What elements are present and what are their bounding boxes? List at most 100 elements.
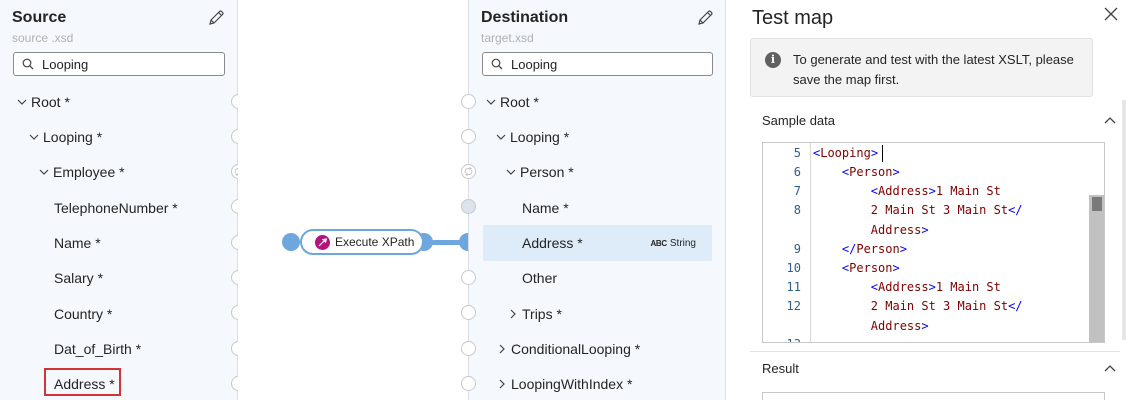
search-icon: [22, 58, 34, 70]
panel-scrollbar[interactable]: [1122, 100, 1126, 340]
chevron-down-icon[interactable]: [505, 166, 517, 178]
function-input-handle[interactable]: [282, 233, 300, 251]
xpath-function-icon: [315, 234, 330, 250]
source-search-input[interactable]: [42, 56, 212, 72]
info-message: To generate and test with the latest XSL…: [793, 52, 1074, 87]
test-map-panel: Test map i To generate and test with the…: [726, 0, 1130, 400]
code-line: </Person>: [841, 242, 907, 256]
source-node-label: Employee *: [53, 164, 125, 180]
destination-node-conditionallooping[interactable]: ConditionalLooping *: [496, 334, 640, 364]
source-node-label: Dat_of_Birth *: [54, 341, 142, 357]
destination-node-root[interactable]: Root *: [485, 87, 539, 117]
destination-handle[interactable]: [461, 94, 476, 109]
code-line: Address>: [813, 223, 929, 237]
line-number: 7: [793, 184, 801, 198]
source-node-employee[interactable]: Employee *: [38, 157, 125, 187]
line-number: 5: [793, 146, 801, 160]
destination-handle[interactable]: [461, 129, 476, 144]
line-number: 8: [793, 203, 801, 217]
destination-loop-handle[interactable]: [461, 164, 476, 179]
text-cursor: [882, 145, 883, 162]
destination-node-label: Trips *: [522, 306, 562, 322]
function-node-execute-xpath[interactable]: Execute XPath: [300, 229, 424, 255]
chevron-up-icon[interactable]: [1103, 113, 1117, 127]
destination-handle[interactable]: [461, 305, 476, 320]
destination-node-person[interactable]: Person *: [505, 157, 574, 187]
destination-search-input[interactable]: [511, 56, 681, 72]
result-header: Result: [762, 361, 799, 376]
destination-node-label: LoopingWithIndex *: [511, 376, 633, 392]
code-line: <Address>1 Main St: [870, 280, 1001, 294]
source-node-root[interactable]: Root *: [16, 87, 70, 117]
destination-handle[interactable]: [461, 270, 476, 285]
line-number: 6: [793, 165, 801, 179]
destination-title: Destination: [481, 9, 569, 26]
source-search[interactable]: [13, 52, 225, 76]
search-icon: [491, 58, 503, 70]
sample-data-editor[interactable]: 5 6 7 8 9 10 11 12 13 <Looping> <Person>…: [762, 142, 1105, 343]
line-number-gutter: [763, 143, 811, 342]
source-node-dat-of-birth[interactable]: Dat_of_Birth *: [54, 334, 141, 364]
code-line: 2 Main St 3 Main St</: [813, 299, 1023, 313]
source-node-label: Looping *: [43, 129, 103, 145]
editor-scrollbar[interactable]: [1089, 195, 1104, 342]
line-number: 9: [793, 242, 801, 256]
function-label: Execute XPath: [335, 235, 415, 249]
source-node-telephonenumber[interactable]: TelephoneNumber *: [54, 193, 178, 223]
destination-handle[interactable]: [461, 341, 476, 356]
code-line: <Looping>: [813, 146, 879, 160]
loop-icon: [464, 167, 473, 176]
destination-node-label: Person *: [520, 164, 574, 180]
highlight-box: [44, 368, 121, 396]
source-node-address[interactable]: Address *: [54, 369, 115, 399]
source-node-label: TelephoneNumber *: [54, 200, 178, 216]
test-map-title: Test map: [752, 7, 834, 29]
chevron-down-icon[interactable]: [495, 131, 507, 143]
result-editor[interactable]: [762, 392, 1105, 400]
sample-data-header: Sample data: [762, 113, 835, 128]
selected-row-highlight: [483, 225, 712, 261]
code-line: <Person>: [841, 261, 900, 275]
line-number: 10: [786, 261, 801, 275]
chevron-right-icon[interactable]: [496, 343, 508, 355]
connection-line[interactable]: [422, 240, 462, 245]
source-node-looping[interactable]: Looping *: [28, 122, 102, 152]
destination-handle-mapped[interactable]: [461, 199, 476, 214]
destination-panel: Destination target.xsd Root * Looping * …: [461, 0, 726, 400]
destination-node-name[interactable]: Name *: [522, 193, 569, 223]
chevron-down-icon[interactable]: [16, 96, 28, 108]
chevron-down-icon[interactable]: [38, 166, 50, 178]
source-node-salary[interactable]: Salary *: [54, 263, 103, 293]
chevron-up-icon[interactable]: [1103, 361, 1117, 375]
code-line: Address>: [813, 319, 929, 333]
destination-handle[interactable]: [461, 376, 476, 391]
chevron-down-icon[interactable]: [485, 96, 497, 108]
destination-node-trips[interactable]: Trips *: [507, 299, 562, 329]
source-node-label: Address *: [54, 376, 115, 392]
mapping-canvas[interactable]: Execute XPath: [238, 0, 477, 400]
destination-node-other[interactable]: Other: [522, 263, 557, 293]
line-number: 13: [763, 337, 801, 342]
destination-node-looping[interactable]: Looping *: [495, 122, 569, 152]
destination-node-label: ConditionalLooping *: [511, 341, 641, 357]
source-panel: Source source .xsd Root * Looping * Empl…: [0, 0, 246, 400]
destination-node-label: Address *: [522, 235, 583, 251]
chevron-right-icon[interactable]: [507, 308, 519, 320]
destination-node-label: Name *: [522, 200, 569, 216]
edit-pencil-icon[interactable]: [207, 9, 225, 27]
editor-scrollbar-thumb[interactable]: [1092, 197, 1102, 211]
chevron-down-icon[interactable]: [28, 131, 40, 143]
string-type-icon: ABC: [650, 238, 667, 248]
source-node-name[interactable]: Name *: [54, 228, 101, 258]
source-title: Source: [12, 9, 67, 26]
destination-node-loopingwithindex[interactable]: LoopingWithIndex *: [496, 369, 632, 399]
info-message-box: i To generate and test with the latest X…: [750, 38, 1093, 97]
edit-pencil-icon[interactable]: [696, 9, 714, 27]
chevron-right-icon[interactable]: [496, 378, 508, 390]
destination-search[interactable]: [482, 52, 713, 76]
source-node-country[interactable]: Country *: [54, 299, 112, 329]
close-icon[interactable]: [1104, 7, 1118, 21]
code-line: 2 Main St 3 Main St</: [813, 203, 1023, 217]
